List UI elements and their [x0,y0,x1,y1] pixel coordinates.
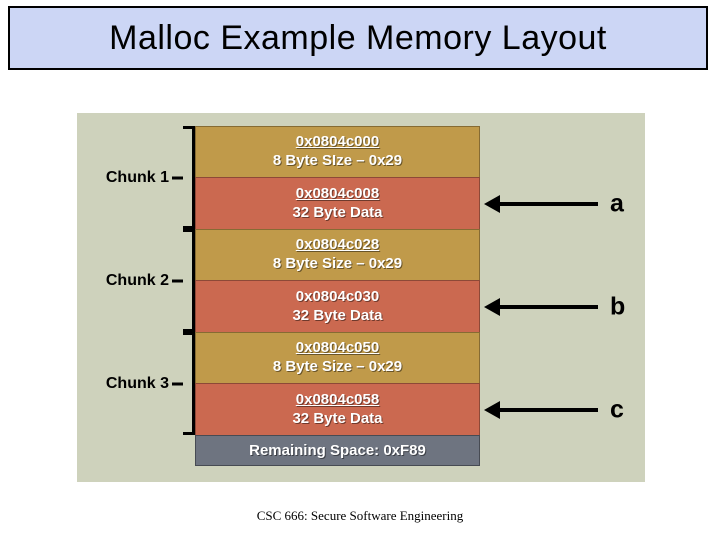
memory-address: 0x0804c000 [295,133,380,151]
memory-block-chunk1-header: 0x0804c000 8 Byte SIze – 0x29 [195,126,480,177]
memory-description: 8 Byte Size – 0x29 [272,358,403,375]
memory-block-chunk3-header: 0x0804c050 8 Byte Size – 0x29 [195,332,480,383]
memory-address: 0x0804c058 [295,390,380,408]
chunk-tick-icon-2 [172,279,183,282]
chunk-bracket-group-1: Chunk 1 [77,126,195,229]
pointer-label-b: b [610,292,626,321]
chunk-brace-icon-2 [183,229,195,332]
memory-address: 0x0804c050 [295,339,380,357]
arrow-left-icon-a [484,195,500,213]
slide-footer: CSC 666: Secure Software Engineering [256,508,464,523]
memory-block-chunk3-data: 0x0804c058 32 Byte Data [195,383,480,435]
pointer-label-a: a [610,189,624,218]
chunk-bracket-group-2: Chunk 2 [77,229,195,332]
memory-address: 0x0804c008 [295,184,380,202]
chunk-label-3: Chunk 3 [105,374,169,392]
chunk-label-2: Chunk 2 [105,271,169,289]
page-title: Malloc Example Memory Layout [109,18,607,57]
chunk-tick-icon-1 [172,176,183,179]
chunk-tick-icon-3 [172,382,183,385]
slide-title-banner: Malloc Example Memory Layout [8,6,708,70]
memory-address: 0x0804c030 [295,287,380,305]
memory-block-chunk1-data: 0x0804c008 32 Byte Data [195,177,480,229]
memory-block-column: 0x0804c000 8 Byte SIze – 0x29 0x0804c008… [195,126,480,466]
memory-layout-diagram: Chunk 1 Chunk 2 Chunk 3 0x0804c000 8 Byt… [77,113,645,482]
chunk-brace-icon-1 [183,126,195,229]
memory-block-remaining-space: Remaining Space: 0xF89 [195,435,480,466]
memory-block-chunk2-data: 0x0804c030 32 Byte Data [195,280,480,332]
chunk-label-1: Chunk 1 [105,168,169,186]
arrow-line-c [498,408,598,412]
memory-description: 32 Byte Data [292,306,383,324]
memory-description: 32 Byte Data [292,409,383,427]
memory-address: 0x0804c028 [295,236,380,254]
chunk-brace-icon-3 [183,332,195,435]
arrow-left-icon-c [484,401,500,419]
chunk-bracket-group-3: Chunk 3 [77,332,195,435]
remaining-space-label: Remaining Space: 0xF89 [249,442,426,459]
memory-description: 8 Byte SIze – 0x29 [272,152,403,169]
arrow-line-b [498,305,598,309]
memory-description: 32 Byte Data [292,203,383,221]
pointer-label-c: c [610,395,624,424]
arrow-left-icon-b [484,298,500,316]
memory-description: 8 Byte Size – 0x29 [272,255,403,272]
memory-block-chunk2-header: 0x0804c028 8 Byte Size – 0x29 [195,229,480,280]
arrow-line-a [498,202,598,206]
